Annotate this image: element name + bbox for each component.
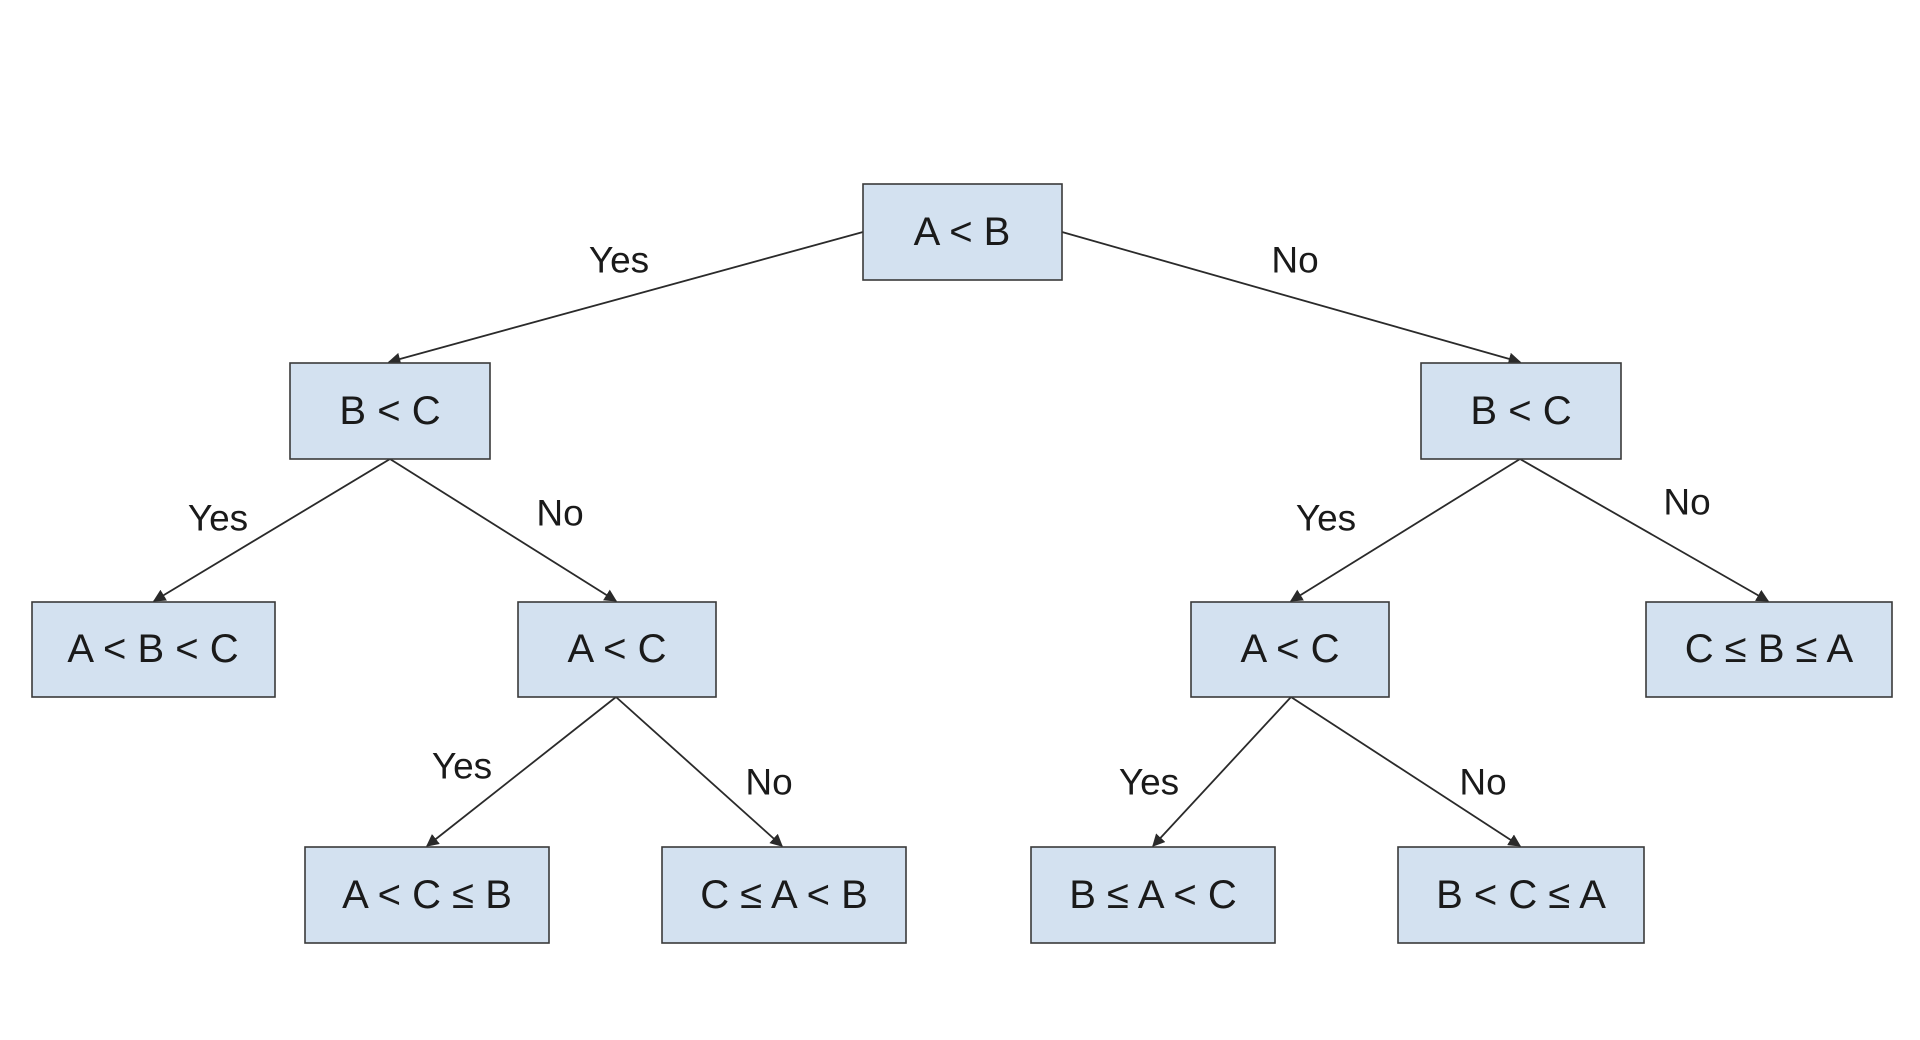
node-left-left: A < B < C (31, 601, 276, 698)
edge-label-left-right: No (536, 493, 583, 534)
node-left-right: A < C (517, 601, 717, 698)
node-root-label: A < B (914, 210, 1011, 254)
node-left-left-label: A < B < C (67, 627, 238, 671)
node-left: B < C (289, 362, 491, 460)
edge-rl-left (1152, 696, 1292, 847)
edge-lr-right (615, 696, 783, 847)
edge-left-left (152, 458, 391, 602)
node-rl-right: B < C ≤ A (1397, 846, 1645, 944)
edge-label-root-left: Yes (589, 240, 649, 281)
edge-left-right (389, 458, 618, 602)
node-right-left: A < C (1190, 601, 1390, 698)
node-right-right: C ≤ B ≤ A (1645, 601, 1893, 698)
node-lr-left: A < C ≤ B (304, 846, 550, 944)
edge-label-root-right: No (1271, 240, 1318, 281)
edge-label-lr-right: No (745, 762, 792, 803)
edge-label-lr-left: Yes (432, 746, 492, 787)
edge-label-left-left: Yes (188, 498, 248, 539)
node-root: A < B (862, 183, 1063, 281)
edge-lr-left (426, 696, 617, 847)
edge-label-right-right: No (1663, 482, 1710, 523)
edge-label-right-left: Yes (1296, 498, 1356, 539)
node-right-left-label: A < C (1241, 627, 1340, 671)
node-rl-left: B ≤ A < C (1030, 846, 1276, 944)
edge-root-right (1061, 231, 1522, 365)
node-right-right-label: C ≤ B ≤ A (1685, 627, 1854, 671)
node-left-right-label: A < C (568, 627, 667, 671)
node-right: B < C (1420, 362, 1622, 460)
node-rl-right-label: B < C ≤ A (1436, 873, 1606, 917)
node-lr-left-label: A < C ≤ B (342, 873, 512, 917)
node-right-label: B < C (1470, 389, 1571, 433)
edge-rl-right (1290, 696, 1522, 847)
edge-right-left (1289, 458, 1521, 602)
node-lr-right: C ≤ A < B (661, 846, 907, 944)
edge-right-right (1519, 458, 1770, 602)
edge-root-left (387, 231, 864, 366)
edge-label-rl-left: Yes (1119, 762, 1179, 803)
node-lr-right-label: C ≤ A < B (700, 873, 868, 917)
edge-label-rl-right: No (1459, 762, 1506, 803)
node-rl-left-label: B ≤ A < C (1069, 873, 1237, 917)
node-left-label: B < C (339, 389, 440, 433)
